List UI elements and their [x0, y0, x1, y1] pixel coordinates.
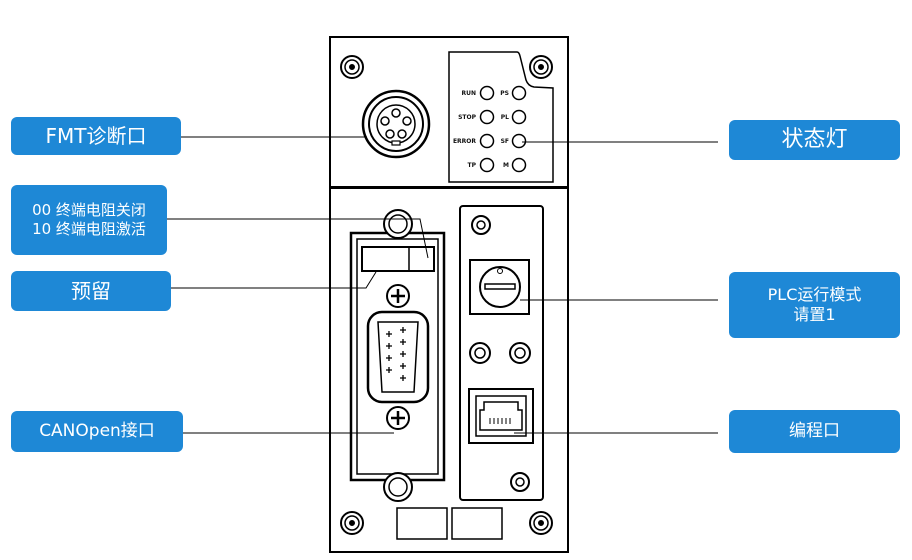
led-ps-icon: [511, 85, 527, 101]
callout-plc-mode: PLC运行模式 请置1: [729, 272, 900, 338]
callout-programming-port: 编程口: [729, 410, 900, 453]
canopen-panel: [349, 209, 446, 502]
led-pl-icon: [511, 109, 527, 125]
rj45-port-icon: [468, 388, 534, 444]
callout-status-lights-text: 状态灯: [781, 127, 848, 153]
screw-icon: [340, 511, 364, 535]
led-label-run: RUN: [461, 90, 476, 97]
dsub9-pins: [386, 327, 406, 381]
screw-icon: [340, 55, 364, 79]
callout-terminator-line2: 10 终端电阻激活: [32, 220, 146, 238]
led-run-icon: [479, 85, 495, 101]
callout-reserved-text: 预留: [71, 278, 111, 303]
fmt-diagnostic-connector: [361, 89, 431, 159]
lower-module: [329, 187, 569, 553]
callout-fmt-text: FMT诊断口: [45, 123, 147, 148]
leader-reserved: [171, 271, 377, 289]
led-sf-icon: [511, 133, 527, 149]
cpu-panel: [459, 205, 544, 501]
callout-terminator-line1: 00 终端电阻关闭: [32, 201, 146, 220]
callout-canopen: CANOpen接口: [11, 411, 183, 452]
led-stop-icon: [479, 109, 495, 125]
callout-canopen-text: CANOpen接口: [39, 420, 155, 441]
led-label-pl: PL: [501, 114, 509, 121]
callout-fmt-diagnostic: FMT诊断口: [11, 117, 181, 155]
bottom-feet: [396, 507, 503, 540]
led-m-icon: [511, 157, 527, 173]
callout-plc-mode-line2: 请置1: [793, 305, 836, 324]
led-label-sf: SF: [501, 138, 509, 145]
led-label-m: M: [503, 162, 509, 169]
callout-plc-mode-line1: PLC运行模式: [767, 285, 862, 304]
callout-reserved: 预留: [11, 271, 171, 311]
screw-icon: [529, 511, 553, 535]
device-body: [329, 36, 569, 553]
reserved-window: [361, 246, 435, 272]
led-label-ps: PS: [500, 90, 509, 97]
led-tp-icon: [479, 157, 495, 173]
callout-terminator: 00 终端电阻关闭 10 终端电阻激活: [11, 185, 167, 255]
led-label-tp: TP: [468, 162, 477, 169]
led-label-error: ERROR: [453, 138, 476, 145]
leader-lines: [167, 136, 718, 434]
led-error-icon: [479, 133, 495, 149]
corner-screws: [340, 55, 553, 535]
callout-status-lights: 状态灯: [729, 120, 900, 160]
callout-programming-port-text: 编程口: [789, 420, 840, 441]
leader-terminator: [167, 218, 429, 259]
led-panel: RUN STOP ERROR TP PS PL SF M: [448, 51, 554, 183]
led-label-stop: STOP: [458, 114, 477, 121]
screw-icon: [529, 55, 553, 79]
